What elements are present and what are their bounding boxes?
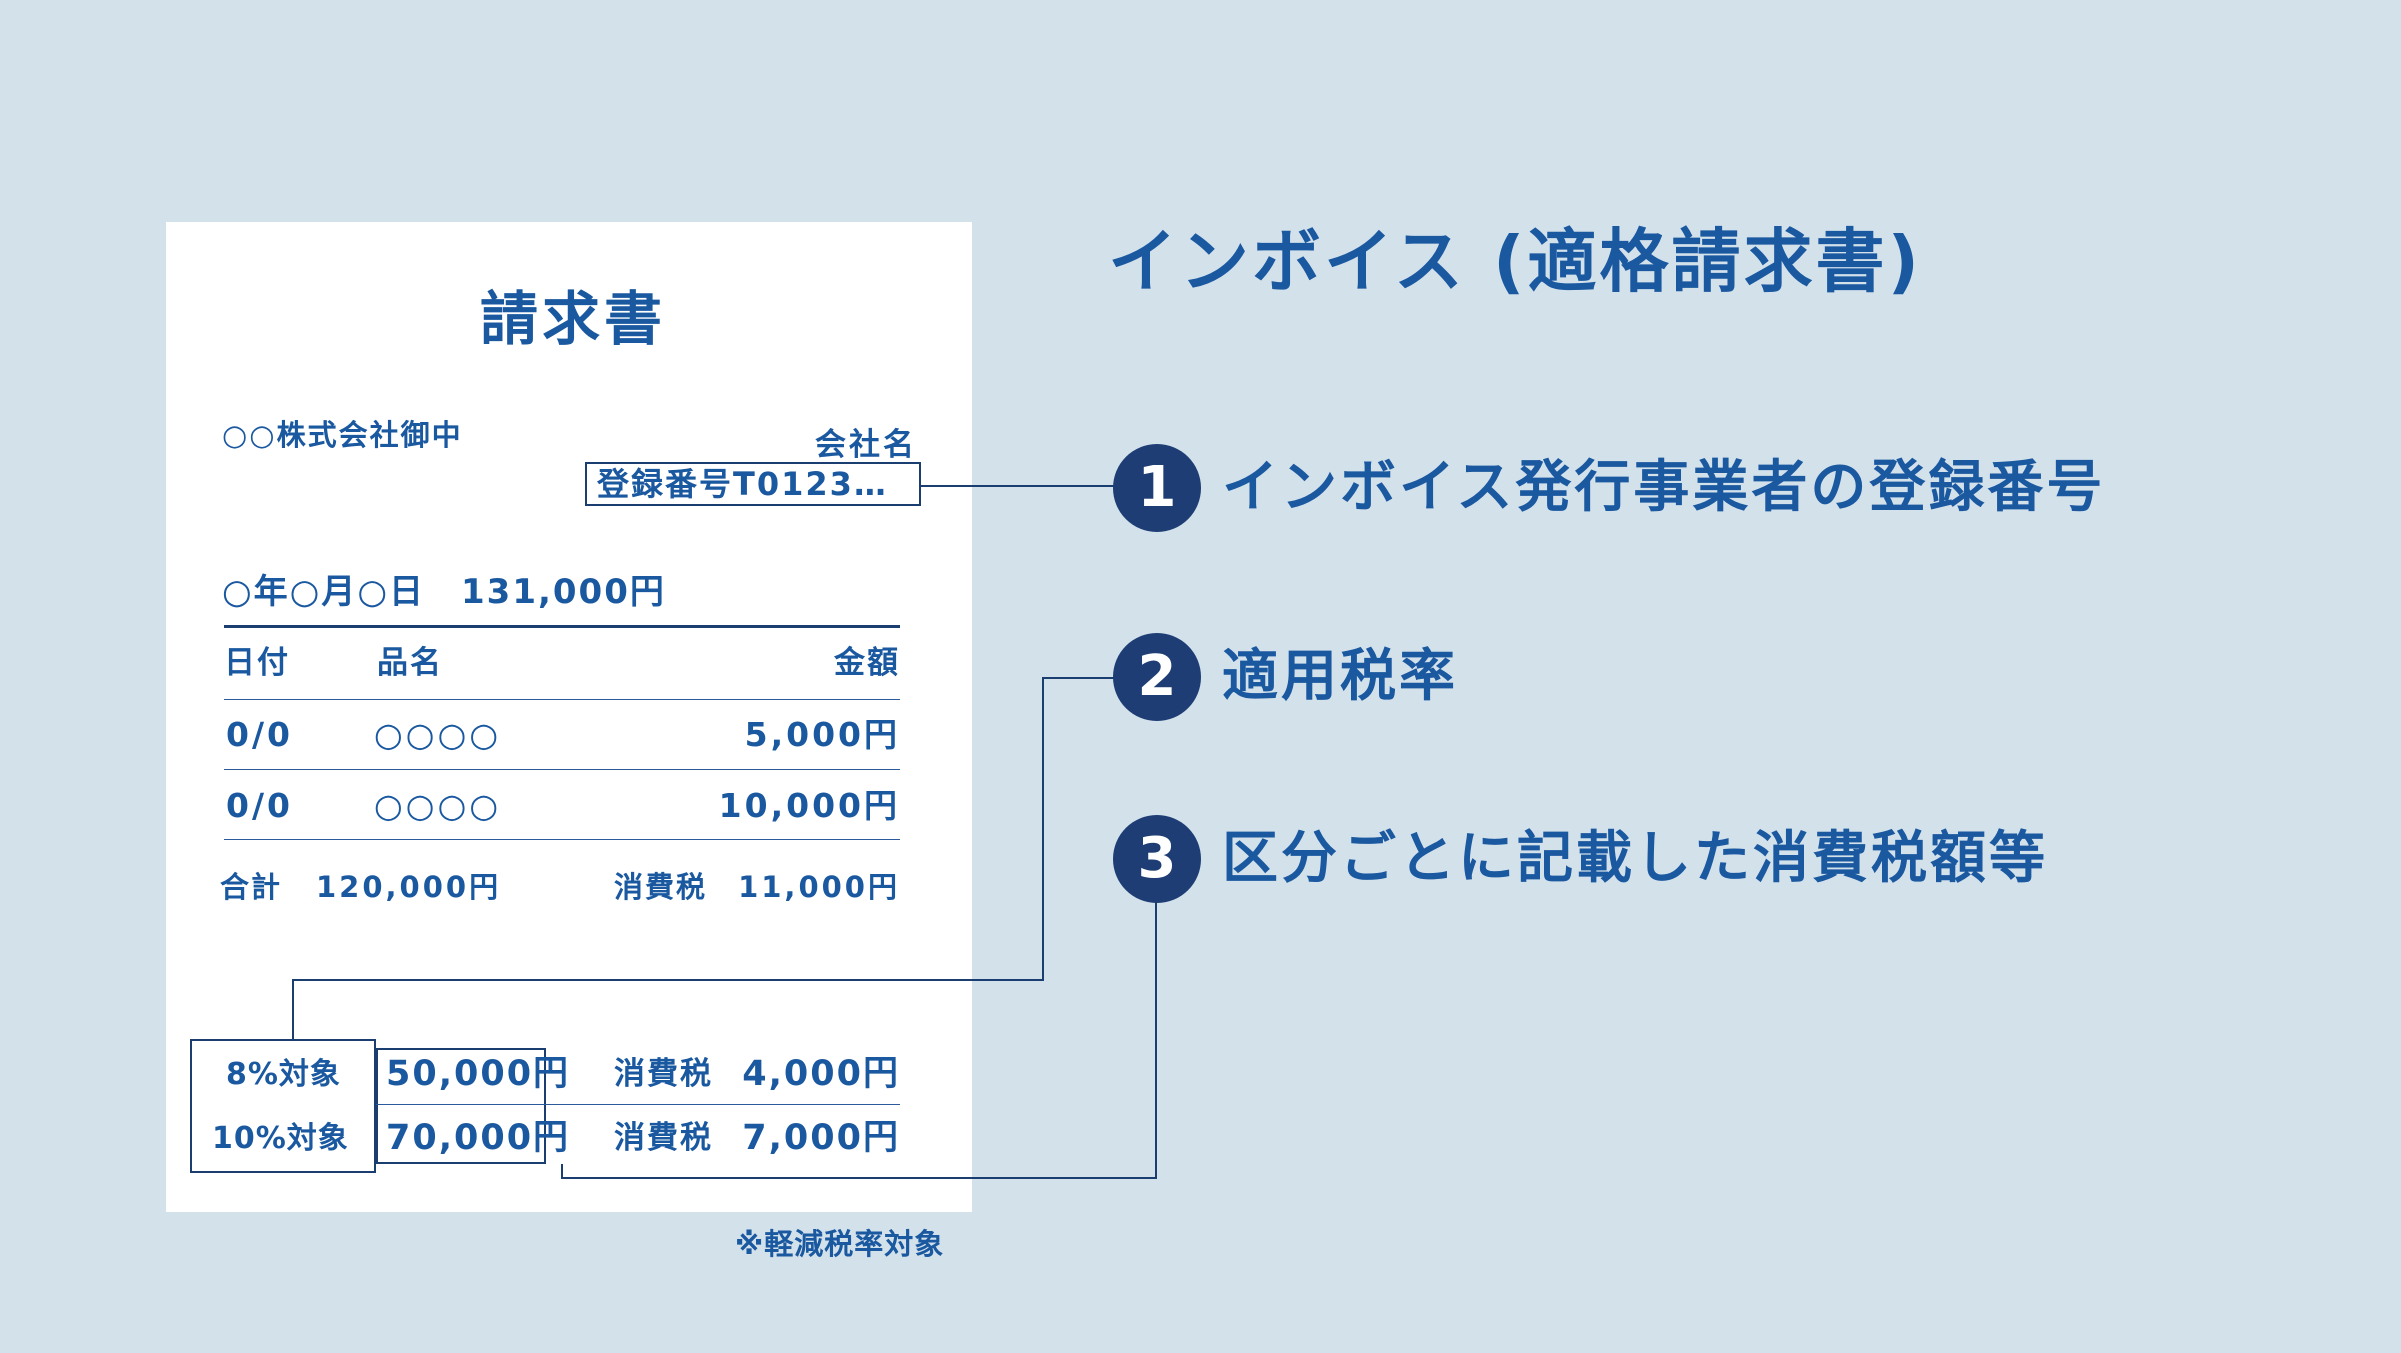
row-amount: 5,000円 xyxy=(744,715,900,754)
invoice-company-name: 会社名 xyxy=(815,427,917,463)
row-date: 0/0 xyxy=(226,786,293,825)
tax-value: 11,000円 xyxy=(738,870,900,904)
reduced-rate-footnote: ※軽減税率対象 xyxy=(735,1227,945,1261)
rate-amount: 70,000円 xyxy=(386,1118,571,1158)
invoice-paper xyxy=(166,222,972,1212)
rate-amount: 50,000円 xyxy=(386,1054,571,1094)
tax-label: 消費税 xyxy=(614,870,708,904)
tax-rate-highlight-box xyxy=(190,1039,376,1173)
column-header-date: 日付 xyxy=(224,645,290,681)
table-top-rule xyxy=(224,625,900,628)
subtotal-label: 合計 xyxy=(220,870,283,904)
connector-line-3 xyxy=(561,898,1157,1179)
rate-label: 10%対象 xyxy=(212,1121,349,1156)
rate-tax-value: 7,000円 xyxy=(742,1118,900,1158)
registration-number-box xyxy=(585,462,921,506)
number-badge-3: 3 xyxy=(1113,815,1201,903)
point-label-2: 適用税率 xyxy=(1222,644,1458,709)
number-badge-2: 2 xyxy=(1113,633,1201,721)
row-item: ○○○○ xyxy=(374,715,502,754)
rate-tax-value: 4,000円 xyxy=(742,1054,900,1094)
rate-label: 8%対象 xyxy=(226,1057,341,1092)
table-divider xyxy=(224,769,900,770)
row-amount: 10,000円 xyxy=(718,786,900,825)
invoice-title: 請求書 xyxy=(480,285,667,353)
invoice-date-total-line: ○年○月○日 131,000円 xyxy=(222,575,666,609)
rate-divider xyxy=(376,1104,900,1105)
diagram-heading: インボイス (適格請求書) xyxy=(1108,222,1923,302)
row-item: ○○○○ xyxy=(374,786,502,825)
connector-line-2 xyxy=(292,677,1118,1039)
row-date: 0/0 xyxy=(226,715,293,754)
registration-number: 登録番号T0123… xyxy=(597,465,888,503)
point-label-1: インボイス発行事業者の登録番号 xyxy=(1222,455,2106,520)
point-label-3: 区分ごとに記載した消費税額等 xyxy=(1222,826,2048,891)
rate-tax-label: 消費税 xyxy=(614,1120,713,1156)
invoice-issue-date: ○年○月○日 xyxy=(222,572,426,612)
column-header-item: 品名 xyxy=(377,645,443,681)
invoice-grand-total: 131,000円 xyxy=(461,572,666,612)
column-header-amount: 金額 xyxy=(834,645,900,681)
rate-tax-label: 消費税 xyxy=(614,1056,713,1092)
subtotal-value: 120,000円 xyxy=(316,870,502,904)
table-divider xyxy=(224,839,900,840)
number-badge-1: 1 xyxy=(1113,444,1201,532)
rate-amount-highlight-box xyxy=(376,1048,546,1164)
invoice-recipient: ○○株式会社御中 xyxy=(222,418,463,452)
table-divider xyxy=(224,699,900,700)
